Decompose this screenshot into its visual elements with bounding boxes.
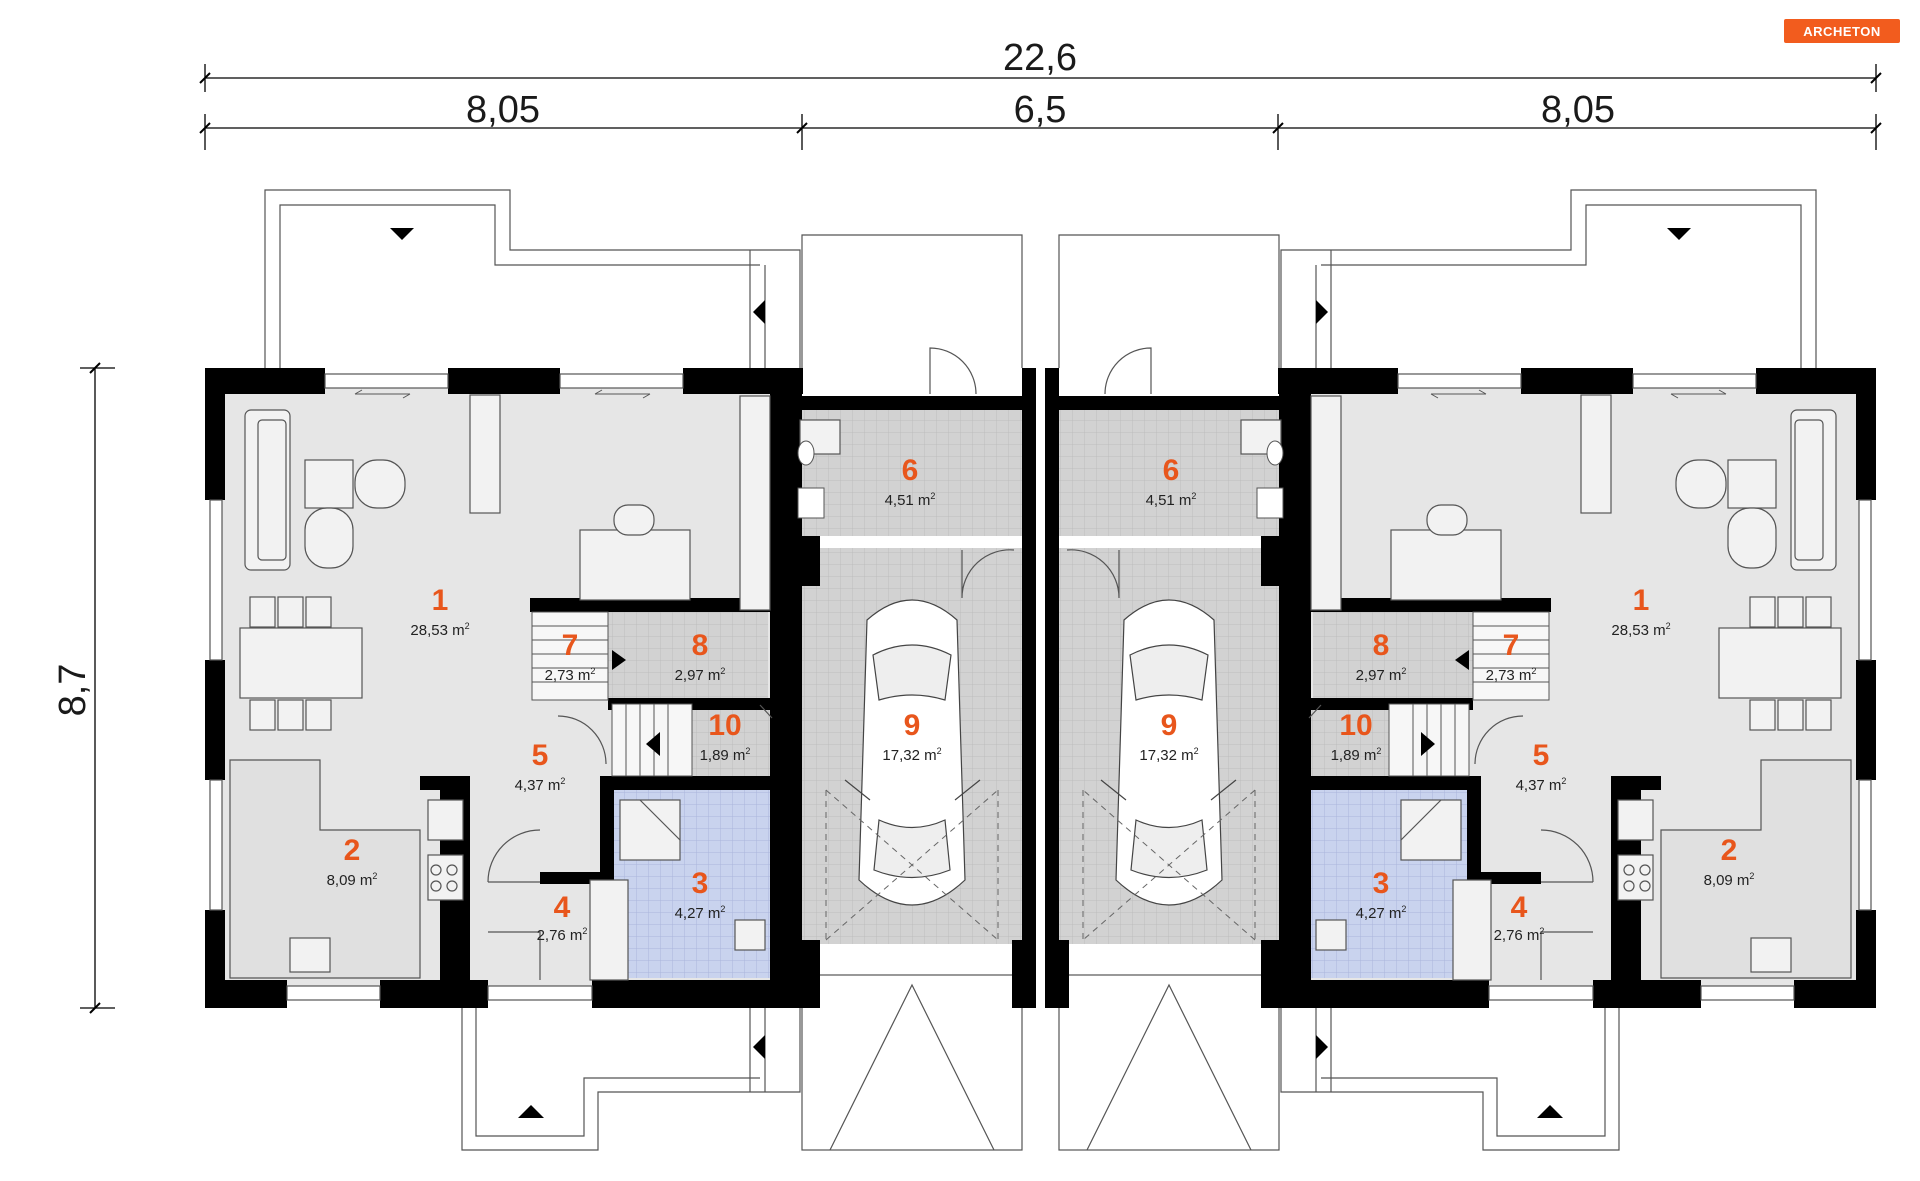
room-number: 10 [1339,709,1372,742]
sliding-arrows [354,389,651,399]
room-area: 2,76 m2 [537,926,588,944]
stairs [531,611,693,777]
room-number: 5 [1533,739,1550,772]
room-number: 1 [1633,584,1650,617]
room-area: 4,51 m2 [1146,491,1197,509]
room-area: 2,97 m2 [675,666,726,684]
room-area: 4,37 m2 [1516,776,1567,794]
room-area: 17,32 m2 [882,746,941,764]
car-icon [844,599,981,906]
room-number: 4 [1511,891,1528,924]
room-number: 5 [532,739,549,772]
stairs-arrow-icon [646,732,660,756]
dim-depth: 8,7 [52,664,94,717]
room-area: 2,97 m2 [1356,666,1407,684]
room-area: 2,73 m2 [545,666,596,684]
windows [209,373,684,1001]
garage-apron [801,234,1023,1151]
room-area: 2,76 m2 [1494,926,1545,944]
dim-left-width: 8,05 [466,89,540,131]
room-number: 8 [692,629,709,662]
room-area: 1,89 m2 [700,746,751,764]
room-area: 1,89 m2 [1331,746,1382,764]
entry-arrow-icon [753,300,765,324]
room-area: 28,53 m2 [1611,621,1670,639]
room-area: 17,32 m2 [1139,746,1198,764]
room-area: 4,27 m2 [1356,904,1407,922]
archeton-logo: ARCHETON [1784,19,1900,43]
unit-left [205,189,1036,1151]
floor-room-8 [608,612,768,702]
terrace-south [461,1008,801,1151]
entry-arrow-icon [518,1105,544,1118]
room-area: 8,09 m2 [1704,871,1755,889]
room-labels-right: 1 28,53 m2 2 8,09 m2 3 4,27 m2 4 2,76 m2… [1139,454,1754,944]
room-number: 2 [344,834,361,867]
entry-arrow-icon [390,228,414,240]
terrace-north [264,189,801,368]
stairs-arrow-icon [612,650,626,670]
room-number: 9 [904,709,921,742]
unit-right [1044,189,1877,1151]
room-area: 4,51 m2 [885,491,936,509]
sink-icon [797,440,825,519]
room-number: 3 [1373,867,1390,900]
room-number: 4 [554,891,571,924]
room-number: 10 [708,709,741,742]
room-area: 4,37 m2 [515,776,566,794]
furniture [229,394,841,981]
room-number: 1 [432,584,449,617]
room-area: 4,27 m2 [675,904,726,922]
room-number: 8 [1373,629,1390,662]
walls [205,368,1036,1008]
room-area: 28,53 m2 [410,621,469,639]
room-number: 6 [902,454,919,487]
room-area: 8,09 m2 [327,871,378,889]
floor-room-6 [802,396,1022,536]
room-number: 2 [1721,834,1738,867]
logo-text: ARCHETON [1803,23,1881,39]
dim-middle-width: 6,5 [1014,89,1067,131]
room-number: 9 [1161,709,1178,742]
dimension-lines [80,64,1882,1014]
dim-total-width: 22,6 [1003,37,1077,79]
room-labels-left: 1 28,53 m2 2 8,09 m2 3 4,27 m2 4 2,76 m2… [327,454,942,944]
doors [487,347,1015,980]
dim-right-width: 8,05 [1541,89,1615,131]
entry-arrow-icon [753,1035,765,1059]
room-number: 7 [1503,629,1520,662]
room-area: 2,73 m2 [1486,666,1537,684]
room-number: 3 [692,867,709,900]
room-number: 6 [1163,454,1180,487]
room-number: 7 [562,629,579,662]
